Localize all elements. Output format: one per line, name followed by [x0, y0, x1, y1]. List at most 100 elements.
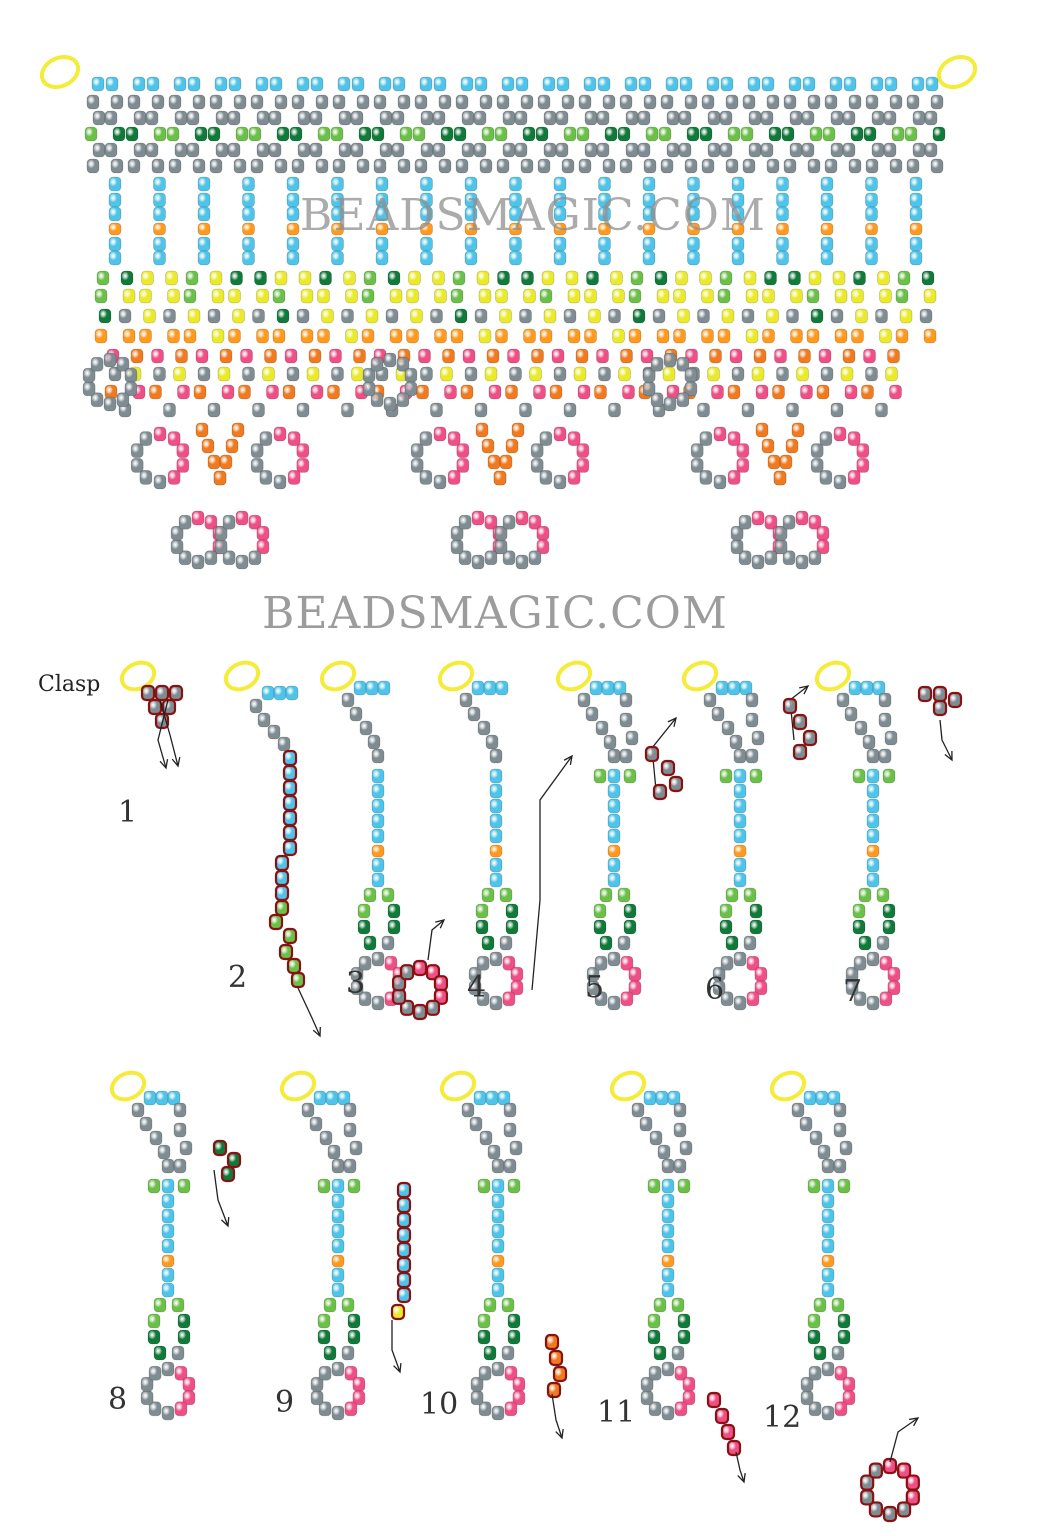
bead: [772, 384, 785, 400]
step-bead: [733, 844, 747, 858]
bead: [483, 1297, 497, 1313]
bead: [286, 222, 300, 236]
step-loop-bead: [720, 991, 734, 1007]
bead: [687, 250, 700, 266]
bead: [300, 328, 314, 344]
pendant-loop-bead: [419, 470, 433, 485]
bead: [133, 110, 147, 126]
bead: [455, 158, 469, 174]
step9-highlight: [396, 1256, 412, 1274]
bead: [464, 222, 478, 236]
step-bead: [161, 1158, 175, 1174]
step1-bead: [140, 684, 156, 702]
step7-highlight: [932, 685, 948, 703]
step-bead: [661, 1193, 675, 1209]
bead: [168, 158, 182, 174]
bead: [719, 270, 733, 286]
step-11-label: 11: [597, 1395, 636, 1430]
step-bead: [359, 720, 373, 736]
bead: [406, 288, 419, 304]
bead: [481, 935, 495, 951]
bead: [450, 288, 464, 304]
step-bead: [872, 680, 886, 696]
bead: [701, 288, 714, 304]
bead: [266, 384, 279, 400]
step-bead: [884, 730, 898, 746]
step-3-label: 3: [346, 966, 366, 1001]
bead: [110, 94, 124, 110]
step-bead: [809, 1130, 823, 1146]
bead: [94, 288, 108, 304]
bead: [286, 366, 300, 382]
pendant-loop-bead: [553, 474, 567, 490]
bead: [475, 919, 489, 935]
bead: [207, 454, 221, 470]
bead: [108, 206, 122, 222]
bead: [235, 126, 249, 142]
bead: [242, 250, 255, 266]
bead: [789, 110, 803, 126]
step5-highlight: [660, 759, 676, 777]
bead: [177, 384, 190, 400]
bead: [151, 348, 164, 364]
top-row-bead: [679, 76, 693, 92]
bead: [687, 176, 700, 192]
bead: [92, 110, 106, 126]
step-bead: [371, 828, 385, 844]
bead: [478, 288, 492, 304]
bead: [371, 126, 385, 142]
arrow-head: [944, 750, 953, 762]
bead: [387, 919, 401, 935]
bead: [899, 308, 913, 324]
bead: [887, 348, 900, 364]
step1-bead: [168, 684, 184, 702]
bead: [852, 919, 866, 935]
pendant-loop-bead: [530, 443, 544, 458]
bottom-loop-bead: [738, 550, 752, 566]
bead: [341, 308, 354, 324]
bead: [256, 288, 269, 304]
step-bead: [161, 1282, 175, 1298]
bead: [306, 366, 320, 382]
bead: [147, 1178, 161, 1194]
bead: [567, 288, 581, 304]
step-clasp-ring: [609, 1070, 647, 1102]
bead: [242, 192, 255, 208]
step-loop-bead: [842, 1376, 856, 1392]
step-bead: [331, 1267, 345, 1283]
step-bead: [157, 1144, 171, 1160]
bead: [837, 1178, 851, 1194]
bead: [520, 158, 534, 174]
pendant-loop-bead: [690, 458, 704, 473]
bottom-loop-bead: [528, 550, 542, 566]
bead: [375, 176, 389, 192]
bead: [284, 348, 298, 364]
pendant-loop-bead: [433, 426, 447, 442]
bead: [494, 126, 508, 142]
bead: [122, 328, 136, 344]
bead: [790, 328, 803, 344]
step-bead: [337, 1090, 351, 1106]
side-loop-bead: [370, 356, 384, 372]
bead: [749, 768, 763, 784]
bottom-loop-bead: [178, 514, 192, 530]
bead: [848, 158, 862, 174]
step-bead: [733, 828, 747, 844]
step-bead: [655, 1090, 669, 1106]
pendant-loop-bead: [176, 443, 190, 458]
pendant-loop-bead: [576, 443, 590, 458]
step-bead: [661, 1267, 675, 1283]
pendant-loop-bead: [539, 470, 553, 485]
step-bead: [799, 1116, 813, 1132]
bead: [850, 126, 864, 142]
bead: [555, 142, 569, 158]
bead: [584, 288, 597, 304]
bead: [379, 142, 393, 158]
bottom-loop-bead: [751, 510, 765, 526]
step-loop-bead: [350, 966, 364, 982]
pendant-loop-bead: [153, 474, 167, 490]
bead: [86, 158, 100, 174]
step10-highlight: [552, 1365, 568, 1383]
bead: [889, 384, 902, 400]
arrow-head: [159, 759, 169, 770]
